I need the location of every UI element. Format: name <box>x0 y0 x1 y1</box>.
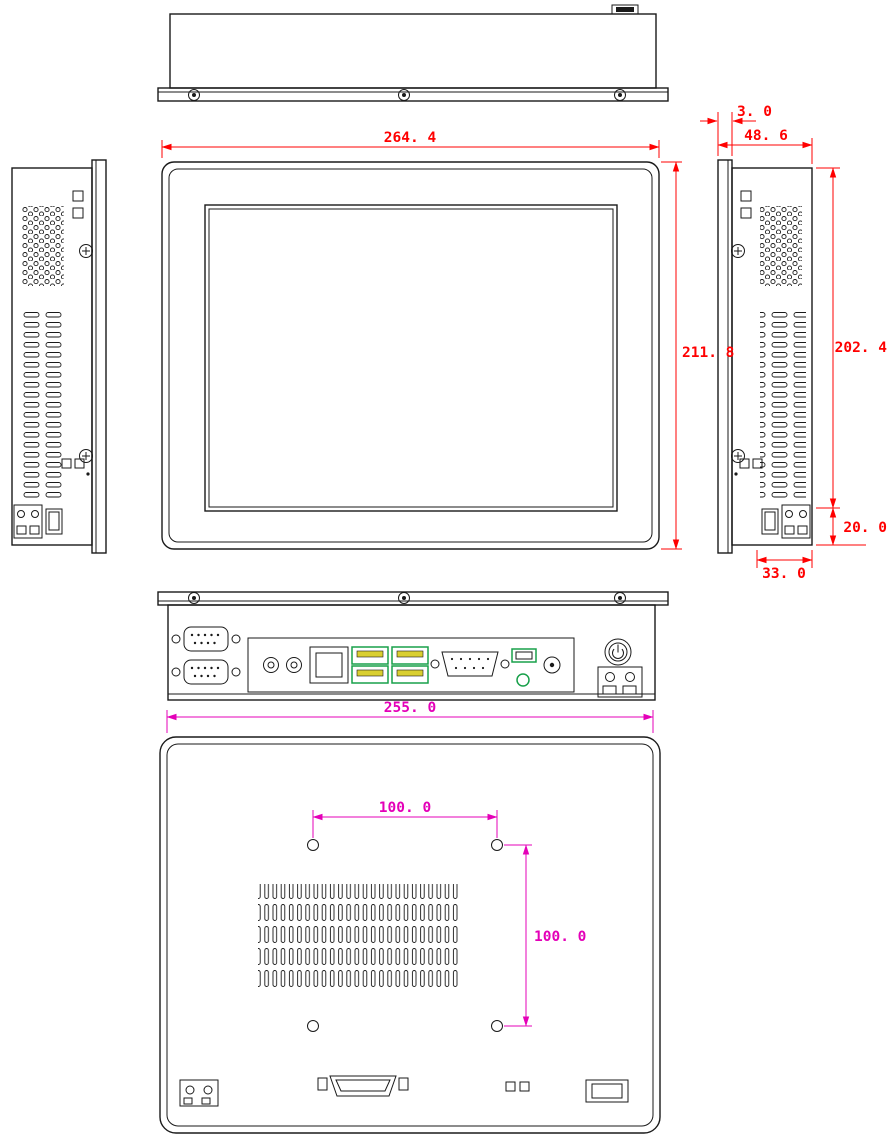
front-bezel-outer <box>161 161 660 550</box>
mount-square <box>74 458 85 469</box>
screw-icon <box>614 592 626 604</box>
top-view <box>157 4 669 102</box>
dim-front-width: 264. 4 <box>161 130 660 158</box>
io-plate <box>247 637 575 693</box>
dim-side-connector: 33. 0 <box>756 550 813 582</box>
dim-bezel-thickness: 3. 0 <box>700 104 772 156</box>
front-view <box>161 161 660 550</box>
dim-label-body-height: 202. 4 <box>835 340 888 356</box>
power-button-top-icon <box>611 4 639 15</box>
speaker-vent-pattern <box>22 206 64 286</box>
rear-inner <box>166 743 654 1127</box>
vesa-hole <box>491 1020 503 1032</box>
audio-jack-icon <box>286 657 302 673</box>
rear-bottom-terminal <box>179 1079 219 1107</box>
lan-port <box>309 646 349 684</box>
screw-icon <box>188 592 200 604</box>
vesa-hole <box>307 839 319 851</box>
bottom-terminal-connector <box>781 504 811 539</box>
usb-port <box>351 665 389 684</box>
cross-screw-icon <box>731 244 745 258</box>
terminal-block <box>597 666 643 698</box>
mount-square <box>72 207 84 219</box>
usb-port <box>351 646 389 665</box>
bottom-connector <box>761 508 779 535</box>
pin-hole <box>86 472 90 476</box>
top-view-body <box>169 13 657 89</box>
left-side-view <box>11 159 107 554</box>
reset-led-ring <box>516 673 530 687</box>
serial-port-com1 <box>171 626 241 652</box>
rear-outer <box>159 736 661 1134</box>
dim-depth: 48. 6 <box>717 128 813 164</box>
dim-label-front-width: 264. 4 <box>384 130 437 146</box>
screw-icon <box>398 89 410 101</box>
screw-icon <box>614 89 626 101</box>
mount-square <box>740 190 752 202</box>
rear-bottom-square <box>519 1081 530 1092</box>
right-body <box>731 167 813 546</box>
dim-front-height: 211. 8 <box>661 161 734 550</box>
dim-label-depth: 48. 6 <box>744 128 788 144</box>
dim-body-height: 202. 4 <box>816 167 888 509</box>
cross-screw-icon <box>79 449 93 463</box>
rear-view <box>159 736 661 1134</box>
audio-jack-icon <box>263 657 279 673</box>
dim-rear-width: 255. 0 <box>166 700 654 733</box>
dc-jack-icon <box>543 656 561 674</box>
bottom-io-view <box>157 591 669 701</box>
screen-inner <box>208 208 614 508</box>
dim-label-front-height: 211. 8 <box>682 345 734 361</box>
dim-label-vesa-width: 100. 0 <box>379 800 431 816</box>
mount-square <box>752 458 763 469</box>
dim-vesa-width: 100. 0 <box>312 800 498 838</box>
usb-port <box>391 665 429 684</box>
serial-port-com2 <box>171 659 241 685</box>
cross-screw-icon <box>79 244 93 258</box>
rear-vent-slots <box>258 884 460 992</box>
mount-square <box>740 207 752 219</box>
hdmi-port <box>511 648 537 663</box>
rear-bottom-square <box>505 1081 516 1092</box>
dim-label-bezel-thickness: 3. 0 <box>737 104 772 120</box>
dim-label-rear-width: 255. 0 <box>384 700 436 716</box>
screen-outer <box>204 204 618 512</box>
rear-bottom-vga <box>317 1075 409 1097</box>
vga-port <box>430 651 510 677</box>
mount-square <box>61 458 72 469</box>
dim-label-vesa-height: 100. 0 <box>534 929 586 945</box>
left-bezel-strip <box>91 159 107 554</box>
pin-hole <box>734 472 738 476</box>
speaker-vent-pattern <box>760 206 802 286</box>
dim-vesa-height: 100. 0 <box>504 844 586 1027</box>
cross-screw-icon <box>731 449 745 463</box>
right-side-view <box>717 159 813 554</box>
vesa-hole <box>307 1020 319 1032</box>
bottom-front-flange <box>157 591 669 606</box>
vesa-hole <box>491 839 503 851</box>
dim-label-side-connector: 33. 0 <box>762 566 806 582</box>
power-button-icon <box>604 638 632 666</box>
side-vent-slots <box>18 308 64 500</box>
left-body <box>11 167 93 546</box>
bottom-terminal-connector <box>13 504 43 539</box>
bottom-connector <box>45 508 63 535</box>
mount-square <box>72 190 84 202</box>
usb-port <box>391 646 429 665</box>
side-vent-slots <box>760 308 806 500</box>
dim-label-bottom-section: 20. 0 <box>843 520 887 536</box>
screw-icon <box>398 592 410 604</box>
screw-icon <box>188 89 200 101</box>
top-view-front-flange <box>157 87 669 102</box>
mount-square <box>739 458 750 469</box>
front-bezel-inner <box>168 168 653 543</box>
rear-bottom-serial <box>585 1079 629 1103</box>
bottom-body <box>167 604 656 701</box>
dim-bottom-section: 20. 0 <box>816 507 887 546</box>
